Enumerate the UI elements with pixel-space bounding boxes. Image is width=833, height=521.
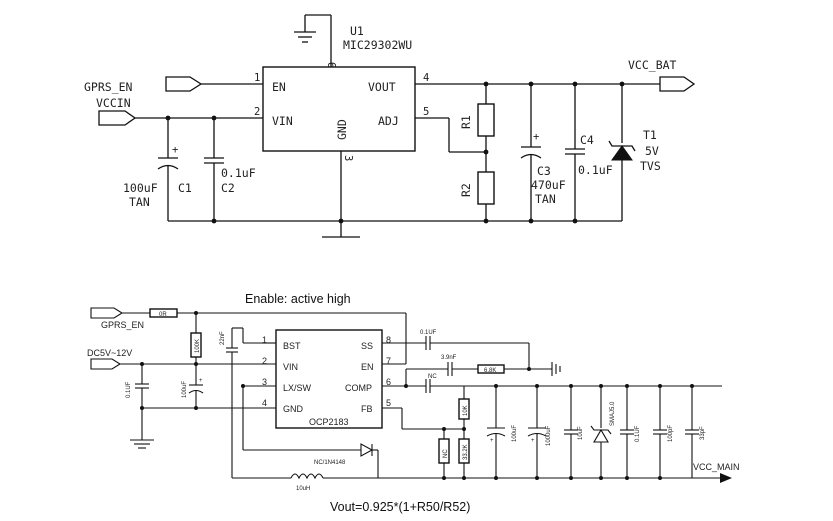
ocp-pin2-number: 2 bbox=[262, 356, 267, 366]
c-out6-value: 33pF bbox=[700, 426, 706, 440]
ocp-pin5-number: 5 bbox=[386, 398, 391, 408]
c2-value: 0.1uF bbox=[221, 166, 256, 180]
c1-type: TAN bbox=[129, 195, 150, 209]
diode-value: NC/1N4148 bbox=[314, 460, 346, 466]
u1-pin-vin-label: VIN bbox=[272, 114, 293, 128]
r-comp-value: 6.8K bbox=[484, 368, 496, 374]
dc-input-port bbox=[90, 358, 122, 370]
c4-value: 0.1uF bbox=[578, 163, 613, 177]
ocp-part: OCP2183 bbox=[309, 417, 349, 427]
ocp-pin8-number: 8 bbox=[386, 335, 391, 345]
c4-ref: C4 bbox=[580, 133, 594, 147]
c3-type: TAN bbox=[535, 192, 556, 206]
c-out1-plus: + bbox=[490, 438, 494, 444]
ocp-pin1-number: 1 bbox=[262, 335, 267, 345]
u1-pin1-number: 1 bbox=[254, 72, 260, 84]
r1-ref: R1 bbox=[459, 115, 473, 129]
c-bst-value: 22nF bbox=[220, 331, 226, 345]
c-ss-value: 0.1UF bbox=[420, 330, 437, 336]
c-out2-plus: + bbox=[531, 438, 535, 444]
ocp-pin-en-label: EN bbox=[361, 362, 374, 372]
inductor-10uh bbox=[290, 473, 324, 480]
c-out1-value: 100uF bbox=[512, 425, 518, 442]
u1-pin-vout-label: VOUT bbox=[368, 80, 396, 94]
vcc-main-label: VCC_MAIN bbox=[693, 462, 740, 472]
gprs-en-port-top bbox=[165, 76, 203, 92]
t1-tvs-diode bbox=[611, 145, 633, 161]
c-in-100uf-value: 100uF bbox=[182, 381, 188, 398]
t1-ref: T1 bbox=[643, 128, 657, 142]
c-out2-value: 1000uF bbox=[546, 425, 552, 446]
u1-pin-adj-label: ADJ bbox=[378, 114, 399, 128]
c1-ref: C1 bbox=[178, 181, 192, 195]
u1-pin-gnd-label: GND bbox=[335, 119, 349, 140]
ocp-pin4-number: 4 bbox=[262, 398, 267, 408]
ocp-pin-vin-label: VIN bbox=[283, 362, 298, 372]
c-comp-nc-value: NC bbox=[428, 374, 437, 380]
c1-value: 100uF bbox=[123, 181, 158, 195]
r2-resistor bbox=[477, 171, 495, 205]
vcc-bat-label: VCC_BAT bbox=[628, 58, 677, 72]
c3-value: 470uF bbox=[531, 178, 566, 192]
vccin-label: VCCIN bbox=[96, 96, 131, 110]
top-regulator-circuit: U1 MIC29302WU EN VIN VOUT ADJ GND 6 GPRS… bbox=[84, 14, 696, 238]
gprs-en-label-bottom: GPRS_EN bbox=[101, 320, 144, 330]
r-10k-value: 10K bbox=[463, 405, 469, 416]
ocp-pin-comp-label: COMP bbox=[345, 383, 372, 393]
c-out4-value: 0.1UF bbox=[635, 425, 641, 442]
c-out5-value: 100pF bbox=[668, 425, 674, 442]
tvs-value: SMAJ5.0 bbox=[610, 401, 616, 426]
ocp-pin-ss-label: SS bbox=[361, 341, 373, 351]
t1-type: TVS bbox=[640, 159, 661, 173]
r-100k-value: 100K bbox=[195, 339, 201, 353]
ocp-pin6-number: 6 bbox=[386, 377, 391, 387]
vccin-port bbox=[98, 110, 137, 126]
u1-pin2-number: 2 bbox=[254, 106, 260, 118]
c-comp-value: 3.9nF bbox=[441, 355, 457, 361]
u1-pin5-number: 5 bbox=[423, 106, 429, 118]
c-in-100uf-plus: + bbox=[199, 378, 203, 384]
c1-plus: + bbox=[172, 144, 178, 156]
gprs-en-label-top: GPRS_EN bbox=[84, 80, 133, 94]
u1-ic-body bbox=[262, 66, 416, 152]
u1-ref: U1 bbox=[350, 24, 364, 38]
ocp-pin-lx-label: LX/SW bbox=[283, 383, 312, 393]
r-33k-value: 33.2K bbox=[463, 444, 469, 460]
u1-part: MIC29302WU bbox=[343, 38, 412, 52]
c3-ref: C3 bbox=[537, 164, 551, 178]
u1-pin-en-label: EN bbox=[272, 80, 286, 94]
c3-plus: + bbox=[533, 131, 539, 143]
ocp-pin-fb-label: FB bbox=[361, 404, 373, 414]
u1-pin3-number: 3 bbox=[342, 155, 354, 161]
c-out3-value: 10uF bbox=[578, 426, 584, 440]
c-in-01uf-value: 0.1UF bbox=[126, 381, 132, 398]
ocp-pin-bst-label: BST bbox=[283, 341, 301, 351]
ocp-pin7-number: 7 bbox=[386, 356, 391, 366]
r2-ref: R2 bbox=[459, 183, 473, 197]
r1-resistor bbox=[477, 103, 495, 137]
t1-value: 5V bbox=[645, 144, 659, 158]
vout-formula: Vout=0.925*(1+R50/R52) bbox=[330, 500, 470, 514]
u1-pin4-number: 4 bbox=[423, 72, 429, 84]
vcc-bat-port bbox=[659, 76, 696, 92]
c2-ref: C2 bbox=[221, 181, 235, 195]
bottom-buck-circuit: Enable: active high BST VIN LX/SW GND SS… bbox=[87, 292, 740, 514]
enable-note: Enable: active high bbox=[245, 292, 351, 306]
u1-pin6-number: 6 bbox=[325, 62, 337, 68]
gprs-en-port-bottom bbox=[90, 307, 124, 319]
r-nc-value: NC bbox=[443, 449, 449, 458]
ocp-pin3-number: 3 bbox=[262, 377, 267, 387]
r-0r-value: 0R bbox=[159, 312, 167, 318]
dc-input-label: DC5V~12V bbox=[87, 348, 132, 358]
inductor-value: 10uH bbox=[296, 486, 310, 492]
ocp-pin-gnd-label: GND bbox=[283, 404, 304, 414]
ocp2183-ic-body bbox=[275, 329, 383, 429]
